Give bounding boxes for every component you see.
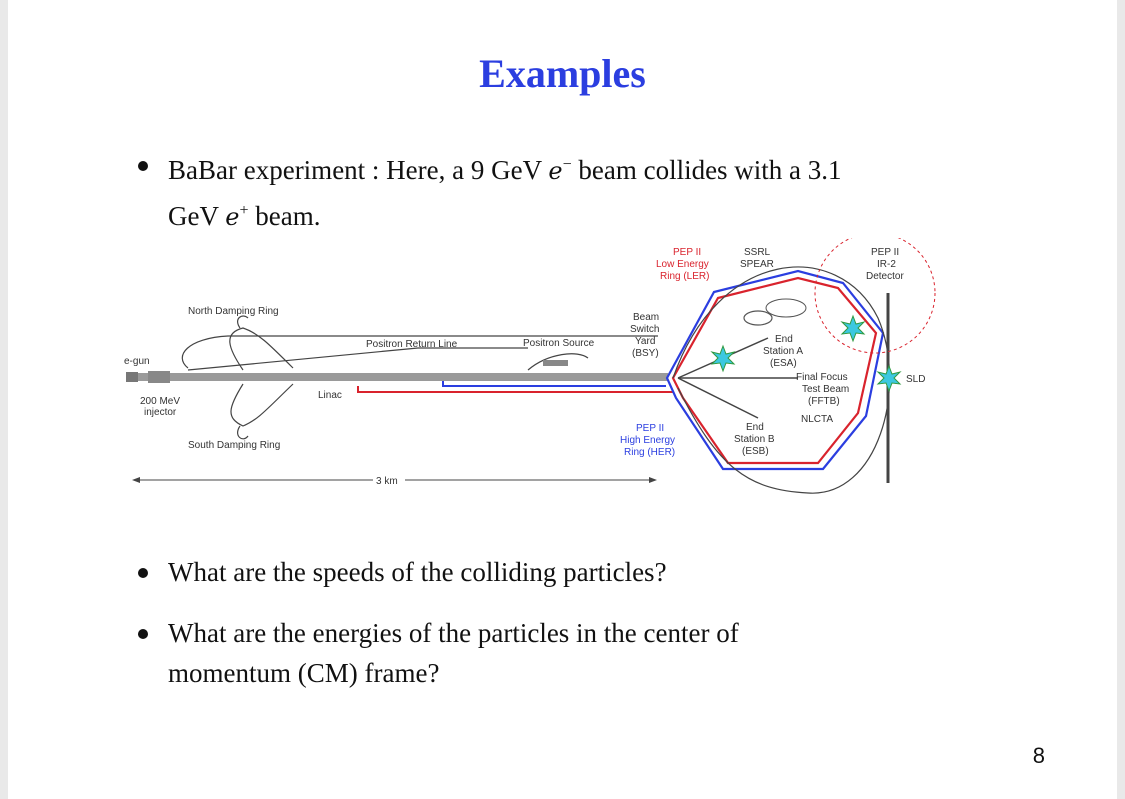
scale-arrow-right [649,477,657,483]
label-positron-return: Positron Return Line [366,339,458,350]
label-ir: IR-2 [877,259,896,270]
south-damping-ring [230,383,294,427]
pep-ii-her-ring [665,269,885,471]
label-ler: PEP II [673,247,701,258]
label-her: High Energy [620,435,675,446]
label-esa: End [775,334,793,345]
north-damping-ring [229,327,294,371]
slide: Examples BaBar experiment : Here, a 9 Ge… [8,0,1117,799]
bullet-text: BaBar experiment : Here, a 9 GeV e− beam… [168,155,842,231]
label-her: Ring (HER) [624,447,675,458]
label-esa: Station A [763,346,803,357]
north-damping-stem [237,315,249,329]
label-linac: Linac [318,390,342,401]
label-fftb: Final Focus [796,372,848,383]
bullet-dot [138,161,148,171]
her-linac-line [442,381,666,387]
positron-return-line [187,347,528,371]
esa-star [710,344,736,373]
page-number: 8 [1032,743,1045,768]
label-ssrl: SSRL [744,247,771,258]
label-injector: 200 MeV [140,396,180,407]
slac-accelerator-diagram: North Damping Ring South Damping Ring e-… [124,238,936,494]
label-ssrl: SPEAR [740,259,774,270]
bullet-dot [138,629,148,639]
bullet-dot [138,568,148,578]
label-fftb: Test Beam [802,384,849,395]
egun-block [126,372,138,382]
label-ir: Detector [866,271,904,282]
label-bsy: Beam [633,312,659,323]
label-nlcta: NLCTA [801,414,833,425]
detector-highlight-circle [814,238,936,354]
esb-beamline [677,377,759,419]
label-ir: PEP II [871,247,899,258]
bullet-text: What are the speeds of the colliding par… [168,557,667,587]
ler-linac-line [357,386,673,393]
label-esb: (ESB) [742,446,769,457]
label-south-ring: South Damping Ring [188,440,280,451]
slide-title: Examples [479,51,646,96]
south-damping-stem [237,425,249,440]
label-scale: 3 km [376,476,398,487]
ssrl-spear-ring [743,310,773,326]
label-egun: e-gun [124,356,150,367]
label-esa: (ESA) [770,358,797,369]
label-positron-source: Positron Source [523,338,595,349]
label-north-ring: North Damping Ring [188,306,279,317]
label-esb: End [746,422,764,433]
label-ler: Low Energy [656,259,709,270]
label-bsy: Yard [635,336,655,347]
scale-arrow-left [132,477,140,483]
label-ler: Ring (LER) [660,271,709,282]
linac-beamline [138,373,668,381]
injector-block [148,371,170,383]
positron-source [543,360,568,366]
label-her: PEP II [636,423,664,434]
bullet-text: What are the energies of the particles i… [168,618,739,688]
label-sld: SLD [906,374,925,385]
label-esb: Station B [734,434,775,445]
positron-source-loop [527,353,589,371]
label-injector: injector [144,407,177,418]
label-bsy: (BSY) [632,348,659,359]
pep-ii-detector-star [840,314,866,343]
positron-return-lower [181,335,658,369]
scale-label-bg [373,473,405,487]
ssrl-spear-inner [765,298,807,318]
label-bsy: Switch [630,324,659,335]
pep-ii-ler-ring [671,276,878,465]
sld-star [876,364,902,393]
label-fftb: (FFTB) [808,396,840,407]
